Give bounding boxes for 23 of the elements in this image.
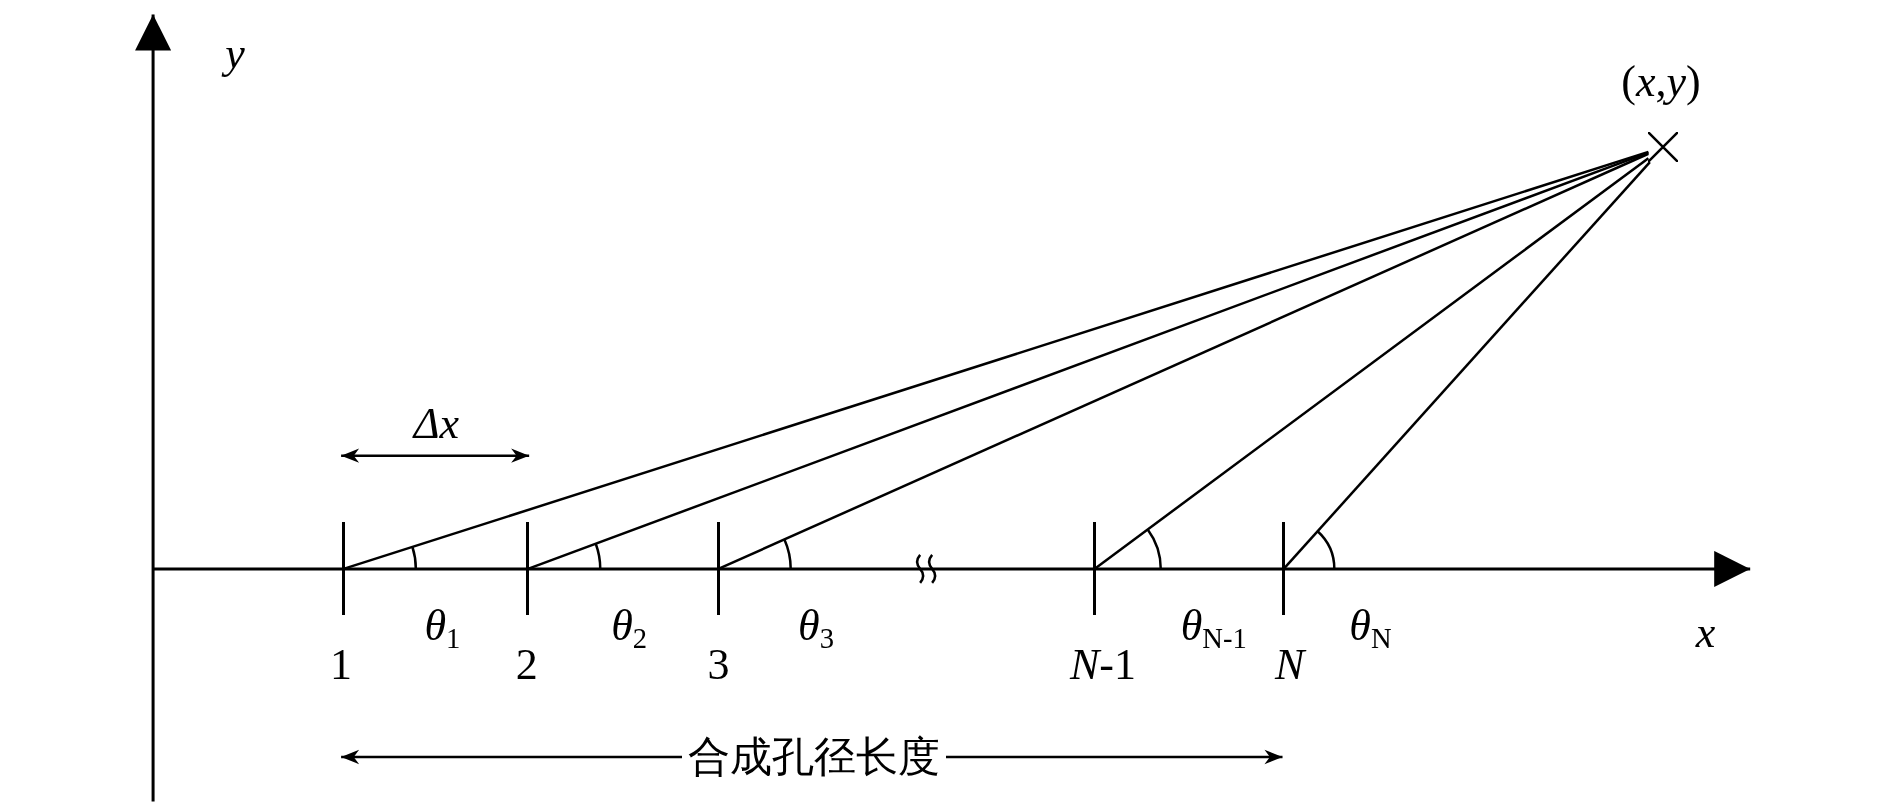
angle-label: θ$_{1}$ (424, 604, 461, 655)
angle-label: θ$_{2}$ (611, 604, 648, 655)
dimension-label: Δx (413, 402, 459, 447)
target-cross (1648, 132, 1679, 163)
sight-line (1093, 157, 1650, 570)
dimension-label: 合成孔径长度 (681, 735, 946, 778)
angle-label: θ$_{N-1}$ (1180, 604, 1247, 655)
tick-mark (526, 521, 530, 615)
sight-line (1282, 161, 1651, 570)
position-label: 3 (707, 643, 730, 688)
angle-label: θ$_{N}$ (1349, 604, 1392, 655)
position-label: 2 (515, 643, 538, 688)
angle-label: θ$_{3}$ (798, 604, 834, 655)
position-label: 1 (330, 643, 353, 688)
coordinate-label: (x,y) (1621, 59, 1701, 104)
tick-mark (716, 521, 720, 615)
tick-mark (1092, 521, 1096, 615)
position-label: N-1 (1069, 643, 1136, 688)
position-label: N (1275, 643, 1305, 688)
axis-label: x (1695, 610, 1716, 655)
sight-line (717, 152, 1649, 571)
tick-mark (342, 521, 345, 615)
tick-mark (1282, 521, 1286, 615)
